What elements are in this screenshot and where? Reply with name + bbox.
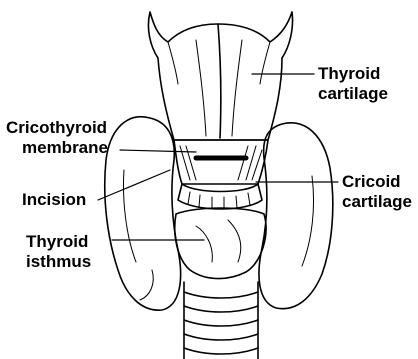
thyroid-isthmus-shape [175,208,266,279]
label-incision: Incision [22,190,86,210]
label-cricoid-cartilage-line1: Cricoid [342,172,412,192]
label-thyroid-cartilage-line1: Thyroid [318,64,388,84]
leader-cricothyroid-membrane [120,150,196,152]
label-cricoid-cartilage: Cricoid cartilage [342,172,412,212]
label-thyroid-isthmus-line2: isthmus [26,252,91,272]
leader-incision [98,170,170,200]
label-thyroid-isthmus: Thyroid isthmus [26,232,91,272]
label-cricothyroid-membrane-line1: Cricothyroid [6,118,108,138]
label-thyroid-cartilage-line2: cartilage [318,84,388,104]
label-cricothyroid-membrane: Cricothyroid membrane [6,118,108,158]
thyroid-left-lobe [105,117,181,310]
label-incision-line1: Incision [22,190,86,210]
trachea [184,282,258,359]
cricothyroid-membrane-shape [174,140,268,184]
label-cricothyroid-membrane-line2: membrane [6,138,108,158]
label-cricoid-cartilage-line2: cartilage [342,192,412,212]
label-thyroid-isthmus-line1: Thyroid [26,232,91,252]
thyroid-right-lobe [259,123,333,309]
label-thyroid-cartilage: Thyroid cartilage [318,64,388,104]
cricoid-ring [178,184,262,209]
